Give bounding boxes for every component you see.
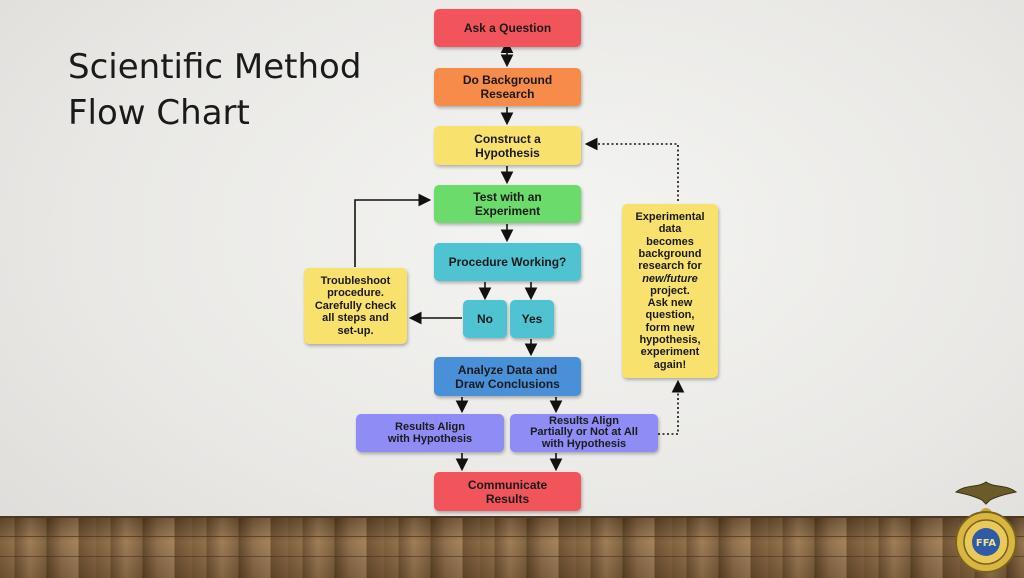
step-procedure-working: Procedure Working? bbox=[434, 243, 581, 281]
note-experimental-data: Experimental data becomes background res… bbox=[622, 204, 718, 378]
floor-plank-line bbox=[0, 536, 1024, 537]
result-align: Results Align with Hypothesis bbox=[356, 414, 504, 452]
note-text-pre: Experimental data becomes background res… bbox=[635, 211, 705, 273]
floor-plank-line bbox=[0, 556, 1024, 557]
arrow-troubleshoot-test bbox=[354, 193, 432, 267]
result-partial: Results Align Partially or Not at All wi… bbox=[510, 414, 658, 452]
note-text-italic: new/future bbox=[642, 272, 698, 285]
logo-text: FFA bbox=[976, 538, 997, 549]
note-text-post: project. Ask new question, form new hypo… bbox=[639, 284, 701, 371]
step-construct-hypothesis: Construct a Hypothesis bbox=[434, 126, 581, 165]
step-background-research: Do Background Research bbox=[434, 68, 581, 106]
title-line-2: Flow Chart bbox=[68, 93, 250, 133]
title-line-1: Scientific Method bbox=[68, 47, 362, 87]
option-no: No bbox=[463, 300, 507, 338]
arrow-partial-experimental bbox=[658, 379, 685, 435]
arrow-experimental-hypothesis bbox=[584, 137, 679, 201]
option-yes: Yes bbox=[510, 300, 554, 338]
step-troubleshoot: Troubleshoot procedure. Carefully check … bbox=[304, 268, 407, 344]
step-ask-question: Ask a Question bbox=[434, 9, 581, 47]
slide-title: Scientific Method Flow Chart bbox=[68, 44, 361, 136]
wood-floor bbox=[0, 516, 1024, 578]
ffa-emblem-icon: FFA bbox=[954, 481, 1018, 573]
step-communicate-results: Communicate Results bbox=[434, 472, 581, 511]
step-analyze-data: Analyze Data and Draw Conclusions bbox=[434, 357, 581, 396]
step-test-experiment: Test with an Experiment bbox=[434, 185, 581, 223]
